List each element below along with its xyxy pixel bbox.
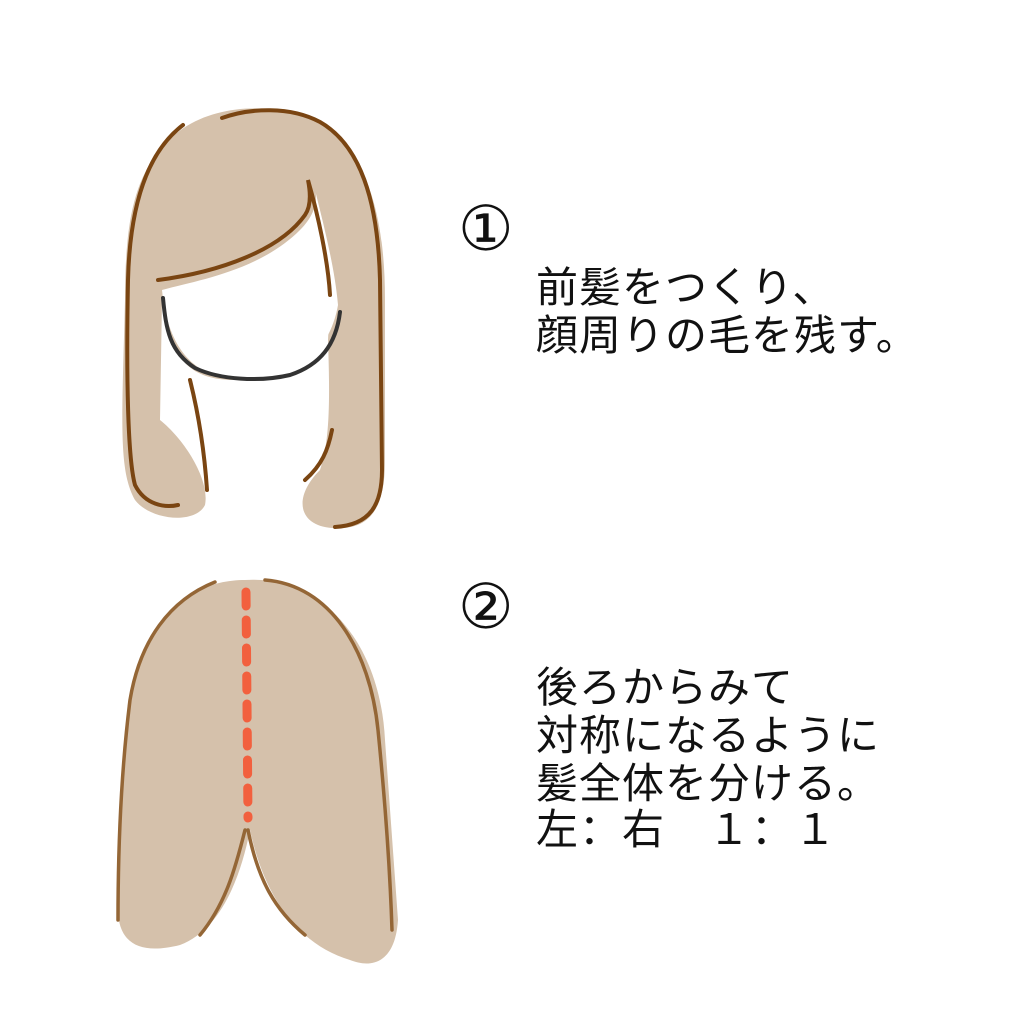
face-area: [162, 190, 338, 380]
step2-number: ②: [458, 570, 514, 643]
back-hair-figure: [116, 578, 398, 964]
center-part-line: [241, 587, 253, 823]
step1-line-2: 顔周りの毛を残す。: [536, 311, 919, 360]
front-hair-figure: [122, 108, 385, 529]
step2-line-1: 後ろからみて: [536, 663, 795, 712]
step2-line-2: 対称になるように: [536, 711, 881, 760]
step2-line-4: 左：右 １：１: [536, 805, 838, 854]
step1-number: ①: [458, 192, 514, 265]
step2-line-3: 髪全体を分ける。: [536, 759, 881, 808]
back-hair-outline: [116, 578, 394, 937]
back-hair-fill: [117, 579, 398, 964]
face-line: [161, 296, 342, 382]
step1-line-1: 前髪をつくり、: [536, 263, 836, 312]
front-hair-outline: [125, 108, 385, 529]
